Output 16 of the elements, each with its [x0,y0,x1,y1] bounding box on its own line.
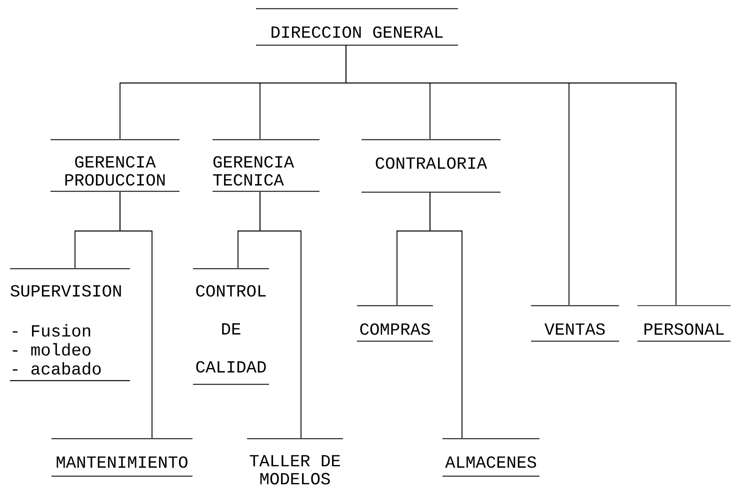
position-box: DIRECCION GENERAL [256,8,458,46]
position-box: MANTENIMIENTO [51,438,193,477]
connector-line [120,192,152,438]
connector-line [430,192,462,438]
connector-line [260,192,302,438]
position-box: SUPERVISION - Fusion - moldeo - acabado [10,268,130,382]
position-box: ALMACENES [442,438,540,477]
position-box: CONTRALORIA [361,139,501,193]
position-box: CONTROL DE CALIDAD [192,268,270,385]
position-box: TALLER DE MODELOS [246,438,344,484]
position-box: GERENCIA PRODUCCION [50,139,180,192]
connector-line [346,45,676,306]
position-box: COMPRAS [356,305,434,342]
position-box: GERENCIA TECNICA [212,139,320,192]
position-box: VENTAS [530,305,620,342]
position-box: PERSONAL [637,305,731,342]
